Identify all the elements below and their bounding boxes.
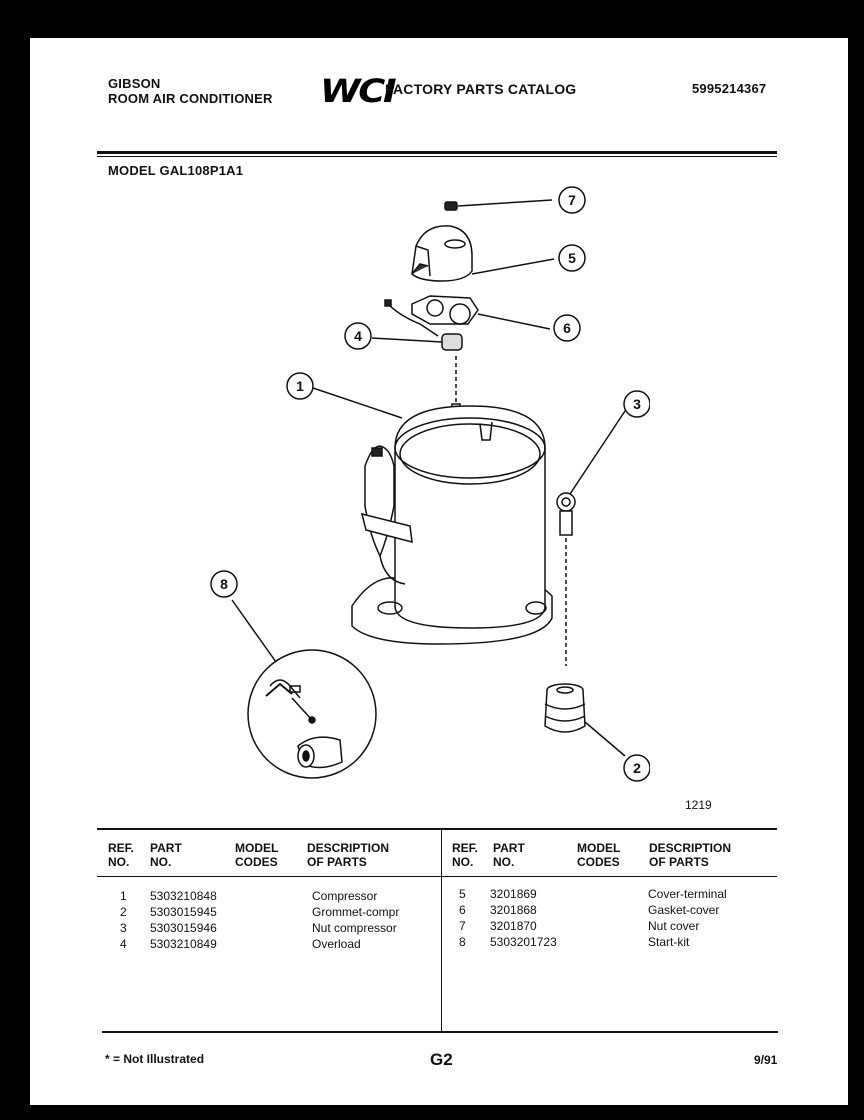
page-number: G2 bbox=[430, 1050, 453, 1069]
header-ref-no: REF.NO. bbox=[108, 841, 135, 869]
table-row: Overload bbox=[312, 937, 361, 951]
right-desc-column: Cover-terminal Gasket-cover Nut cover St… bbox=[648, 886, 727, 950]
header-divider-thin bbox=[97, 156, 777, 157]
exploded-parts-diagram: 7 5 6 4 1 3 8 bbox=[210, 186, 650, 782]
callout-5: 5 bbox=[558, 244, 586, 272]
brand-block: GIBSON ROOM AIR CONDITIONER bbox=[108, 76, 273, 106]
callout-6: 6 bbox=[553, 314, 581, 342]
nut-compressor-part bbox=[556, 492, 576, 666]
table-row: Cover-terminal bbox=[648, 887, 727, 901]
table-row: Nut compressor bbox=[312, 921, 397, 935]
start-kit-inset bbox=[247, 649, 377, 779]
revision-date: 9/91 bbox=[754, 1053, 778, 1067]
table-row: 6 bbox=[459, 903, 466, 917]
header-ref-no: REF.NO. bbox=[452, 841, 479, 869]
table-row: 3201868 bbox=[490, 903, 537, 917]
table-row: 5303210849 bbox=[150, 937, 217, 951]
table-row: 2 bbox=[120, 905, 127, 919]
table-row: 8 bbox=[459, 935, 466, 949]
callout-4: 4 bbox=[344, 322, 372, 350]
table-row: 4 bbox=[120, 937, 127, 951]
table-row: 5303201723 bbox=[490, 935, 557, 949]
callout-7: 7 bbox=[558, 186, 586, 214]
table-top-rule bbox=[97, 828, 777, 830]
table-row: Gasket-cover bbox=[648, 903, 720, 917]
left-part-column: 5303210848 5303015945 5303015946 5303210… bbox=[150, 888, 217, 952]
table-row: Compressor bbox=[312, 889, 378, 903]
table-row: 5303015945 bbox=[150, 905, 217, 919]
callout-3: 3 bbox=[623, 390, 650, 418]
model-label: MODEL GAL108P1A1 bbox=[108, 163, 244, 178]
catalog-number: 5995214367 bbox=[692, 81, 767, 96]
svg-text:1: 1 bbox=[296, 378, 304, 394]
table-header-rule bbox=[97, 876, 777, 877]
right-ref-column: 5 6 7 8 bbox=[459, 886, 466, 950]
svg-text:6: 6 bbox=[563, 320, 571, 336]
svg-text:2: 2 bbox=[633, 760, 641, 776]
compressor-part bbox=[351, 405, 553, 645]
svg-text:3: 3 bbox=[633, 396, 641, 412]
grommet-part bbox=[544, 683, 586, 733]
svg-text:5: 5 bbox=[568, 250, 576, 266]
header-divider bbox=[97, 151, 777, 154]
wci-logo: WCI bbox=[320, 72, 397, 110]
brand-name: GIBSON bbox=[108, 76, 161, 91]
table-row: 7 bbox=[459, 919, 466, 933]
callout-1: 1 bbox=[286, 372, 314, 400]
table-row: 5 bbox=[459, 887, 466, 901]
table-row: 3201870 bbox=[490, 919, 537, 933]
svg-text:8: 8 bbox=[220, 576, 228, 592]
figure-number: 1219 bbox=[685, 798, 712, 812]
table-column-divider bbox=[441, 828, 442, 1031]
gasket-cover-part bbox=[411, 295, 479, 325]
table-row: Grommet-compr bbox=[312, 905, 400, 919]
table-row: Nut cover bbox=[648, 919, 700, 933]
product-type: ROOM AIR CONDITIONER bbox=[108, 91, 273, 106]
terminal-cover-part bbox=[411, 225, 473, 282]
catalog-title: FACTORY PARTS CATALOG bbox=[385, 81, 577, 97]
svg-text:4: 4 bbox=[354, 328, 362, 344]
table-row: 3 bbox=[120, 921, 127, 935]
catalog-page: GIBSON ROOM AIR CONDITIONER WCI FACTORY … bbox=[30, 38, 848, 1105]
nut-cover-part bbox=[444, 201, 458, 211]
table-row: 3201869 bbox=[490, 887, 537, 901]
table-row: Start-kit bbox=[648, 935, 690, 949]
callout-2: 2 bbox=[623, 754, 650, 782]
right-part-column: 3201869 3201868 3201870 5303201723 bbox=[490, 886, 557, 950]
table-row: 5303015946 bbox=[150, 921, 217, 935]
table-bottom-rule bbox=[102, 1031, 778, 1033]
svg-text:7: 7 bbox=[568, 192, 576, 208]
left-desc-column: Compressor Grommet-compr Nut compressor … bbox=[312, 888, 399, 952]
left-ref-column: 1 2 3 4 bbox=[120, 888, 127, 952]
not-illustrated-note: * = Not Illustrated bbox=[105, 1052, 205, 1066]
callout-8: 8 bbox=[210, 570, 238, 598]
overload-part bbox=[384, 299, 463, 351]
table-row: 5303210848 bbox=[150, 889, 217, 903]
table-row: 1 bbox=[120, 889, 127, 903]
